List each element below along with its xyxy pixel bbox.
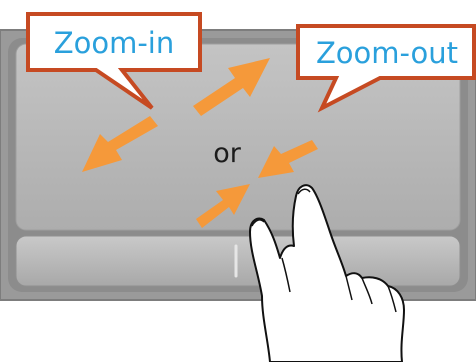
or-label: or: [203, 136, 251, 170]
touchpad-button-bar: [16, 236, 460, 286]
zoom-in-label: Zoom-in: [30, 20, 198, 66]
zoom-out-label: Zoom-out: [300, 30, 474, 76]
